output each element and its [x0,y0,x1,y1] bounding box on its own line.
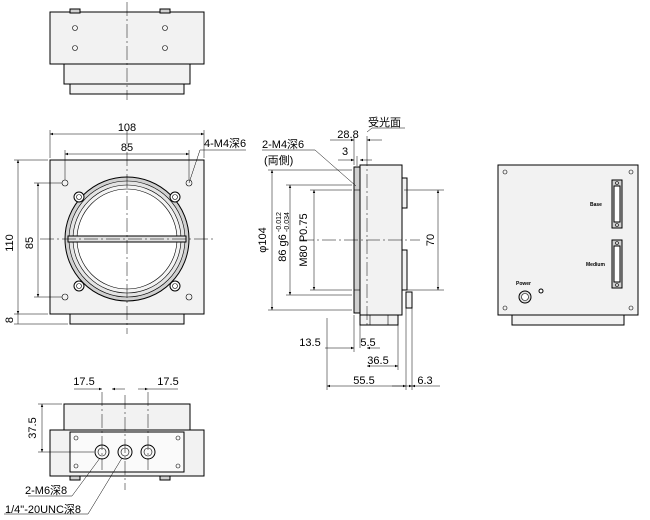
dim-17-5-right: 17.5 [157,376,178,388]
bottom-hole [175,463,181,469]
front-mount-screw [169,191,181,203]
front-m4-hole [185,293,193,301]
dim-5-5: 5.5 [360,337,375,349]
top-hole [72,45,78,51]
dim-3: 3 [342,146,348,158]
dim-55-5: 55.5 [353,375,374,387]
bottom-view: 17.5 17.5 37.5 2-M6深8 1/4"-20UNC深8 [4,376,205,516]
side-connector-lower [401,249,408,291]
bottom-lens-block [63,403,191,431]
label-base: Base [590,202,602,208]
front-view: 108 85 4-M4深6 110 85 8 [4,122,246,334]
bottom-hole [73,463,79,469]
dim-85-vertical: 85 [24,237,36,249]
dim-phi-104: φ104 [257,227,269,253]
note-4-m4: 4-M4深6 [204,137,246,150]
dim-36-5: 36.5 [367,355,388,367]
top-connector-right [159,8,171,14]
dim-108: 108 [118,122,136,134]
dim-28-8: 28.8 [337,129,358,141]
dim-m80-thread: M80 P0.75 [298,213,310,266]
rear-view: Base Medium Power [497,164,639,326]
front-mount-screw [169,280,181,292]
dim-85-horizontal: 85 [121,142,133,154]
top-hole [72,25,78,31]
side-view: 28.8 受光面 3 2-M4深6 (両側) φ104 86 g6 -0.012… [257,115,444,390]
note-2-m4: 2-M4深6 [262,138,304,151]
label-power: Power [516,281,531,287]
side-power-connector [405,291,413,309]
rear-screw [502,169,508,175]
bottom-hole [73,435,79,441]
tol-lower: -0.034 [284,212,291,232]
dim-70: 70 [425,234,437,246]
top-hole [162,25,168,31]
top-hole [162,45,168,51]
top-view [49,2,205,100]
side-connector-upper [401,177,408,209]
base-connector [611,179,623,229]
label-medium: Medium [586,262,605,268]
tol-upper: -0.012 [276,212,283,232]
front-mount-screw [73,280,85,292]
dim-86-g6: 86 g6 [277,234,289,262]
dim-8: 8 [4,317,16,323]
rear-screw [628,305,634,311]
note-2-m6: 2-M6深8 [25,484,67,497]
medium-connector [611,239,623,289]
rear-base [511,314,625,326]
dim-13-5: 13.5 [299,337,320,349]
dim-17-5-left: 17.5 [73,376,94,388]
bottom-hole [175,435,181,441]
power-connector [518,290,532,304]
dim-37-5: 37.5 [27,417,39,438]
front-mount-screw [73,191,85,203]
note-unc: 1/4"-20UNC深8 [5,503,81,516]
rear-screw [502,305,508,311]
side-base [359,314,399,326]
power-led [538,288,544,294]
rear-screw [628,169,634,175]
top-connector-left [69,8,81,14]
dim-110: 110 [4,234,16,252]
dim-6-3: 6.3 [417,375,432,387]
bottom-connector-left [69,475,81,481]
label-light-receiving-face: 受光面 [368,115,401,129]
bottom-connector-right [159,475,171,481]
note-both-sides: (両側) [264,154,293,167]
